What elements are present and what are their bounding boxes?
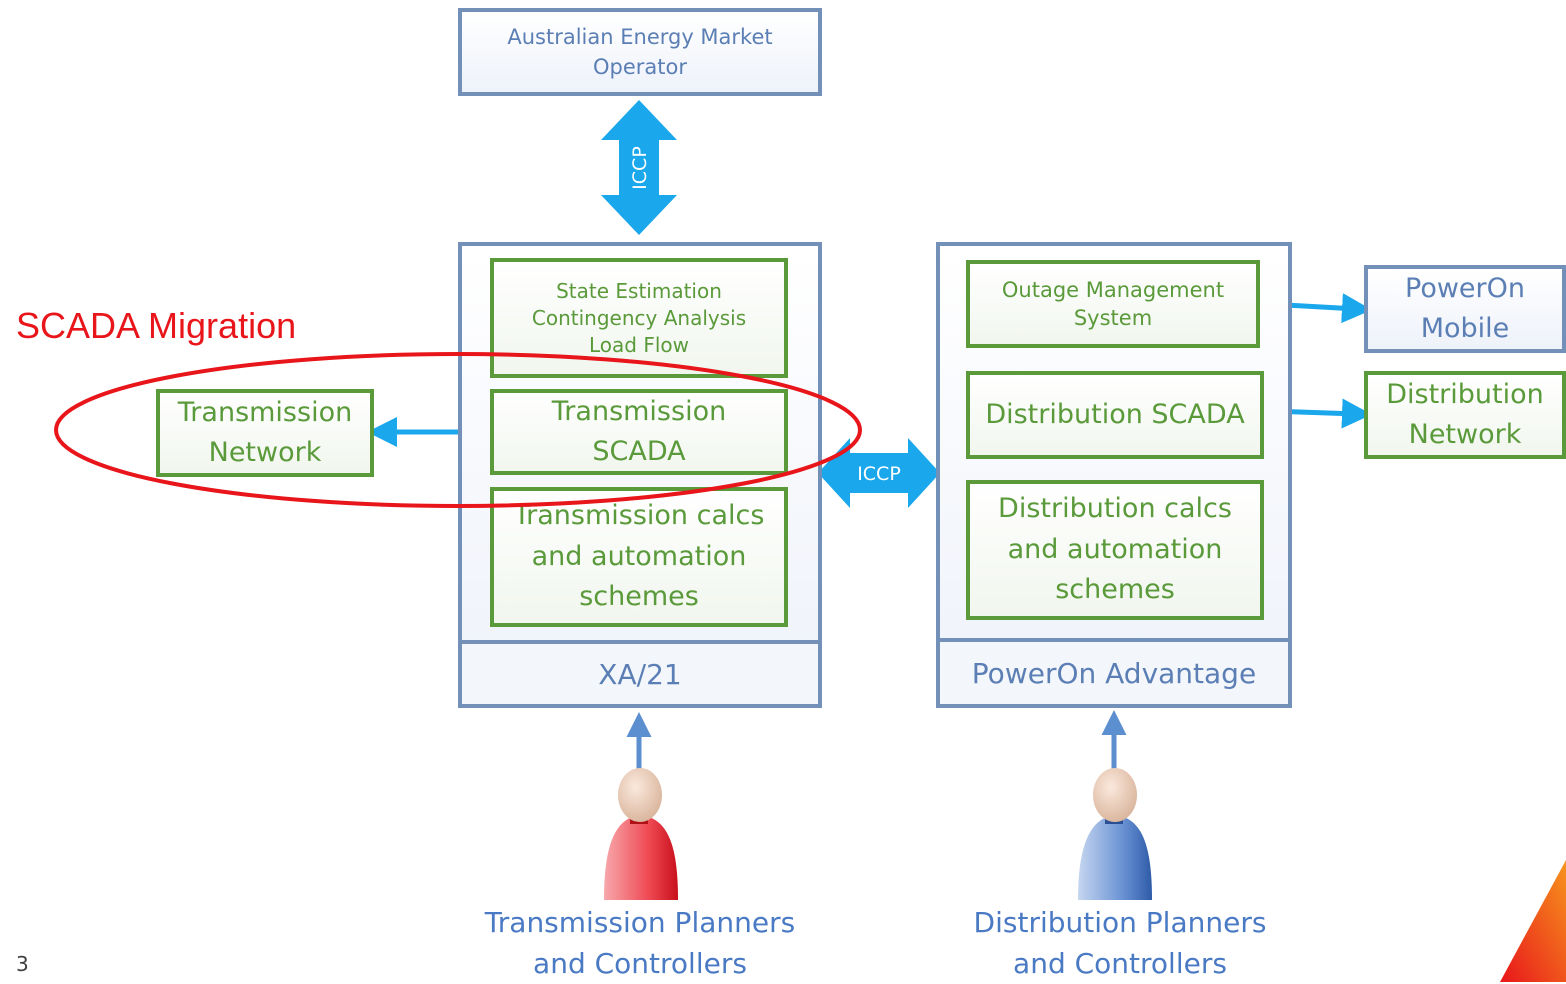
- state-estimation-module: State Estimation Contingency Analysis Lo…: [490, 258, 788, 378]
- corner-accent-shape: [1500, 860, 1566, 982]
- xa21-label: XA/21: [598, 657, 682, 691]
- poweron-footer: PowerOn Advantage: [936, 638, 1292, 708]
- aemo-box: Australian Energy Market Operator: [458, 8, 822, 96]
- distribution-scada-label: Distribution SCADA: [985, 398, 1245, 430]
- state-estimation-line3: Load Flow: [589, 332, 689, 357]
- state-estimation-line2: Contingency Analysis: [531, 305, 747, 330]
- iccp-vertical-arrow: [601, 100, 677, 235]
- transmission-network-box: Transmission Network: [156, 389, 374, 477]
- distribution-network-box: Distribution Network: [1364, 371, 1566, 459]
- state-estimation-line1: State Estimation: [556, 278, 722, 303]
- poweron-mobile-line2: Mobile: [1420, 313, 1510, 344]
- distribution-calcs-line3: schemes: [1055, 574, 1175, 606]
- distribution-calcs-line2: and automation: [1007, 533, 1223, 565]
- transmission-calcs-module: Transmission calcs and automation scheme…: [490, 487, 788, 627]
- page-number: 3: [16, 952, 29, 976]
- outage-line2: System: [1073, 306, 1153, 330]
- outage-management-module: Outage Management System: [966, 260, 1260, 348]
- page-title: SCADA Migration: [16, 305, 297, 346]
- transmission-scada-line2: SCADA: [592, 436, 686, 467]
- transmission-calcs-line2: and automation: [531, 540, 747, 572]
- transmission-network-line2: Network: [208, 437, 322, 468]
- transmission-calcs-line1: Transmission calcs: [513, 500, 765, 532]
- xa21-footer: XA/21: [458, 640, 822, 708]
- distribution-network-line2: Network: [1408, 419, 1522, 450]
- distribution-users-line1: Distribution Planners: [973, 906, 1267, 939]
- iccp-vertical-label: ICCP: [629, 146, 651, 190]
- distribution-scada-module: Distribution SCADA: [966, 371, 1264, 459]
- transmission-calcs-line3: schemes: [579, 581, 699, 613]
- distribution-calcs-module: Distribution calcs and automation scheme…: [966, 480, 1264, 620]
- transmission-network-line1: Transmission: [177, 396, 353, 428]
- iccp-horizontal-label: ICCP: [857, 463, 901, 485]
- distribution-calcs-line1: Distribution calcs: [998, 493, 1232, 525]
- transmission-users-line1: Transmission Planners: [484, 906, 796, 939]
- transmission-scada-module: Transmission SCADA: [490, 389, 788, 475]
- distribution-users-caption: Distribution Planners and Controllers: [940, 903, 1300, 984]
- transmission-users-line2: and Controllers: [533, 946, 747, 980]
- aemo-label: Australian Energy Market Operator: [507, 24, 773, 79]
- distribution-network-line1: Distribution: [1386, 378, 1544, 410]
- transmission-users-caption: Transmission Planners and Controllers: [460, 903, 820, 984]
- poweron-mobile-line1: PowerOn: [1405, 272, 1525, 304]
- outage-line1: Outage Management: [1001, 277, 1225, 302]
- poweron-label: PowerOn Advantage: [971, 656, 1257, 690]
- poweron-mobile-box: PowerOn Mobile: [1364, 265, 1566, 353]
- transmission-scada-line1: Transmission: [551, 395, 727, 427]
- distribution-users-line2: and Controllers: [1013, 946, 1227, 980]
